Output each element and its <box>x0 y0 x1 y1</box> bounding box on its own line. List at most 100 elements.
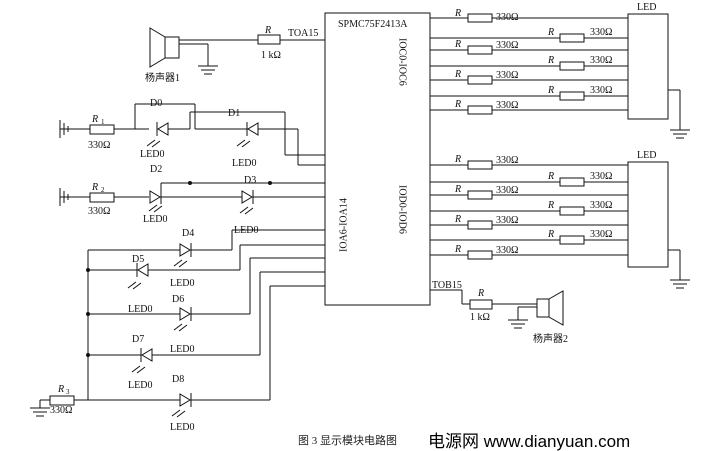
d8-type: LED0 <box>170 422 194 433</box>
d7-name: D7 <box>132 334 144 345</box>
res-value: 330Ω <box>496 155 518 166</box>
d0-diode-icon <box>157 122 169 136</box>
mcu-chip: SPMC75F2413A IOC0-IOC6 IOD0-IOD6 IOA6-IO… <box>288 12 462 306</box>
port-ioc-label: IOC0-IOC6 <box>397 38 408 86</box>
speaker1-cone-icon <box>149 27 166 68</box>
d4-name: D4 <box>182 228 194 239</box>
ioc-resistor-row: R 330Ω <box>430 39 628 55</box>
r3-symbol: R <box>57 384 64 395</box>
res-symbol: R <box>454 99 461 110</box>
speaker2-cone-icon <box>548 290 564 326</box>
led-group-r1: R 1 330Ω D0 LED0 D1 LED0 <box>59 98 325 169</box>
iod-resistor-row: R 330Ω <box>430 214 628 230</box>
speaker1-resistor <box>257 34 281 45</box>
r2-value: 330Ω <box>88 206 110 217</box>
res-value: 330Ω <box>590 171 612 182</box>
led-display-top: LED R 330Ω R 330Ω R 330Ω R 330Ω R <box>430 2 690 139</box>
res-symbol: R <box>547 85 554 96</box>
res-symbol: R <box>454 184 461 195</box>
r2-symbol: R <box>91 182 98 193</box>
speaker2-r-value: 1 kΩ <box>470 312 490 323</box>
speaker1-r-value: 1 kΩ <box>261 50 281 61</box>
r1-resistor <box>89 124 115 135</box>
ioc-resistor-row: R 330Ω <box>430 27 628 43</box>
led-group-r2: R 2 330Ω D2 LED0 D3 LED0 <box>59 164 325 236</box>
led-display-bottom-body <box>627 161 669 268</box>
r2-sub: 2 <box>101 186 105 194</box>
d2-type: LED0 <box>143 214 167 225</box>
d2-name: D2 <box>150 164 162 175</box>
res-symbol: R <box>454 214 461 225</box>
pin-toa-label: TOA15 <box>288 28 318 39</box>
res-value: 330Ω <box>590 85 612 96</box>
res-symbol: R <box>454 39 461 50</box>
res-symbol: R <box>454 154 461 165</box>
d0-type: LED0 <box>140 149 164 160</box>
d7-type: LED0 <box>128 380 152 391</box>
ioc-resistor-row: R 330Ω <box>430 8 628 23</box>
speaker2-r-symbol: R <box>477 288 484 299</box>
d6-name: D6 <box>172 294 184 305</box>
speaker2-resistor <box>469 299 493 310</box>
led-display-top-label: LED <box>637 2 656 13</box>
res-value: 330Ω <box>496 215 518 226</box>
res-symbol: R <box>547 171 554 182</box>
res-value: 330Ω <box>496 40 518 51</box>
ioc-resistor-row: R 330Ω <box>430 99 628 115</box>
d8-diode-icon <box>179 393 191 407</box>
iod-resistor-row: R 330Ω <box>430 184 628 200</box>
iod-resistor-row: R 330Ω <box>430 154 628 170</box>
figure-caption: 图 3 显示模块电路图 <box>298 435 397 447</box>
d4-type: LED0 <box>170 278 194 289</box>
r1-symbol: R <box>91 114 98 125</box>
iod-resistor-row: R 330Ω <box>430 244 628 260</box>
watermark: 电源网 www.dianyuan.com <box>428 432 631 451</box>
res-symbol: R <box>547 229 554 240</box>
d6-type: LED0 <box>170 344 194 355</box>
speaker1-circuit: R 1 kΩ 杨声器1 <box>145 25 325 84</box>
d1-name: D1 <box>228 108 240 119</box>
d5-type: LED0 <box>128 304 152 315</box>
speaker2-label: 杨声器2 <box>533 332 568 345</box>
r3-sub: 3 <box>66 388 70 396</box>
d0-name: D0 <box>150 98 162 109</box>
iod-resistor-row: R 330Ω <box>430 171 628 187</box>
speaker1-magnet-icon <box>164 36 180 59</box>
port-ioa-label: IOA6-IOA14 <box>339 198 350 252</box>
res-value: 330Ω <box>496 70 518 81</box>
pin-tob-label: TOB15 <box>432 280 462 291</box>
d1-type: LED0 <box>232 158 256 169</box>
led-display-bottom-label: LED <box>637 150 656 161</box>
res-value: 330Ω <box>590 55 612 66</box>
d6-diode-icon <box>179 307 191 321</box>
r1-value: 330Ω <box>88 140 110 151</box>
d5-diode-icon <box>137 263 149 277</box>
res-value: 330Ω <box>496 245 518 256</box>
d4-diode-icon <box>179 243 191 257</box>
r2-resistor <box>89 192 115 203</box>
r3-value: 330Ω <box>50 405 72 416</box>
r3-resistor <box>49 395 75 406</box>
speaker1-label: 杨声器1 <box>145 71 180 84</box>
ioc-resistor-row: R 330Ω <box>430 55 628 71</box>
res-value: 330Ω <box>496 185 518 196</box>
res-value: 330Ω <box>590 200 612 211</box>
led-display-bottom: LED R 330Ω R 330Ω R 330Ω R 330Ω R <box>430 150 690 289</box>
d2-diode-icon <box>149 190 161 204</box>
res-symbol: R <box>547 55 554 66</box>
res-value: 330Ω <box>590 229 612 240</box>
led-group-r3: R 3 330Ω D4 LED0 D5 LED0 <box>30 228 325 433</box>
res-symbol: R <box>454 69 461 80</box>
mcu-name: SPMC75F2413A <box>338 19 408 30</box>
led-display-top-body <box>627 13 669 120</box>
res-symbol: R <box>454 244 461 255</box>
speaker1-r-symbol: R <box>264 25 271 36</box>
ioc-resistor-row: R 330Ω <box>430 69 628 85</box>
res-symbol: R <box>454 8 461 19</box>
res-value: 330Ω <box>496 12 518 23</box>
res-value: 330Ω <box>496 100 518 111</box>
d3-name: D3 <box>244 175 256 186</box>
speaker2-magnet-icon <box>536 298 550 318</box>
